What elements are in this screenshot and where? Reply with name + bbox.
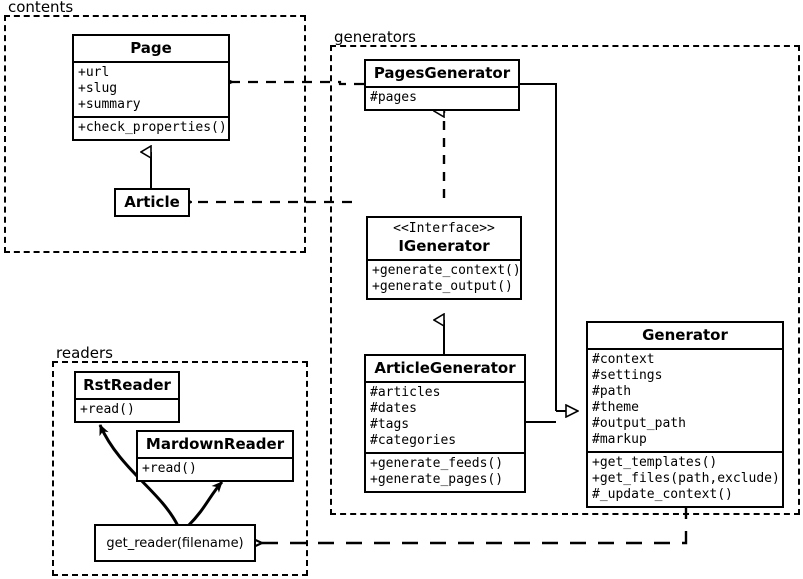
attribute: #tags (370, 417, 410, 432)
package-contents-label: contents (6, 0, 77, 15)
operation: +generate_feeds() (370, 456, 504, 471)
attribute: +url (78, 65, 110, 80)
class-pagesgenerator-title: PagesGenerator (373, 64, 511, 82)
package-contents (4, 15, 306, 253)
class-generator-title: Generator (642, 326, 728, 344)
class-generator-attributes: #context #settings #path #theme #output_… (588, 348, 782, 451)
package-generators (330, 45, 800, 515)
class-page[interactable]: Page +url +slug +summary +check_properti… (72, 34, 230, 141)
operation: #_update_context() (592, 487, 733, 502)
attribute: #categories (370, 433, 457, 448)
class-mardownreader-operations: +read() (138, 457, 292, 480)
class-generator-operations: +get_templates() +get_files(path,exclude… (588, 451, 782, 506)
class-rstreader[interactable]: RstReader +read() (74, 371, 180, 423)
class-article[interactable]: Article (114, 188, 190, 217)
attribute: #dates (370, 401, 417, 416)
attribute: #output_path (592, 416, 686, 431)
operation: +check_properties() (78, 120, 227, 135)
operation: +generate_pages() (370, 472, 504, 487)
class-rstreader-title: RstReader (83, 376, 171, 394)
class-generator[interactable]: Generator #context #settings #path #them… (586, 321, 784, 508)
class-igenerator[interactable]: <<Interface>> IGenerator +generate_conte… (366, 216, 522, 300)
attribute: +slug (78, 81, 118, 96)
package-readers (52, 361, 308, 576)
operation: +generate_output() (372, 279, 513, 294)
class-igenerator-operations: +generate_context() +generate_output() (368, 259, 521, 298)
operation: +get_templates() (592, 455, 718, 470)
attribute: #context (592, 352, 655, 367)
class-pagesgenerator-attributes: #pages (366, 86, 518, 109)
package-generators-label: generators (332, 29, 419, 45)
function-get-reader-label: get_reader(filename) (106, 535, 244, 551)
class-articlegenerator-operations: +generate_feeds() +generate_pages() (366, 452, 524, 491)
class-rstreader-operations: +read() (76, 398, 178, 421)
attribute: #settings (592, 368, 663, 383)
class-article-title: Article (124, 193, 180, 211)
class-igenerator-title: IGenerator (398, 237, 490, 255)
operation: +get_files(path,exclude) (592, 471, 780, 486)
function-get-reader[interactable]: get_reader(filename) (94, 524, 256, 562)
attribute: #pages (370, 90, 417, 105)
class-pagesgenerator[interactable]: PagesGenerator #pages (364, 59, 520, 111)
class-articlegenerator-title: ArticleGenerator (374, 359, 516, 377)
attribute: #markup (592, 432, 647, 447)
operation: +generate_context() (372, 263, 521, 278)
class-mardownreader-title: MardownReader (145, 435, 285, 453)
package-readers-label: readers (54, 345, 116, 361)
attribute: +summary (78, 97, 141, 112)
operation: +read() (142, 461, 197, 476)
attribute: #path (592, 384, 632, 399)
class-page-attributes: +url +slug +summary (74, 61, 228, 116)
class-mardownreader[interactable]: MardownReader +read() (136, 430, 294, 482)
attribute: #articles (370, 385, 441, 400)
class-page-title: Page (130, 39, 172, 57)
class-articlegenerator[interactable]: ArticleGenerator #articles #dates #tags … (364, 354, 526, 493)
class-page-operations: +check_properties() (74, 116, 228, 139)
class-articlegenerator-attributes: #articles #dates #tags #categories (366, 381, 524, 452)
attribute: #theme (592, 400, 639, 415)
class-igenerator-stereotype: <<Interface>> (393, 221, 495, 236)
operation: +read() (80, 402, 135, 417)
